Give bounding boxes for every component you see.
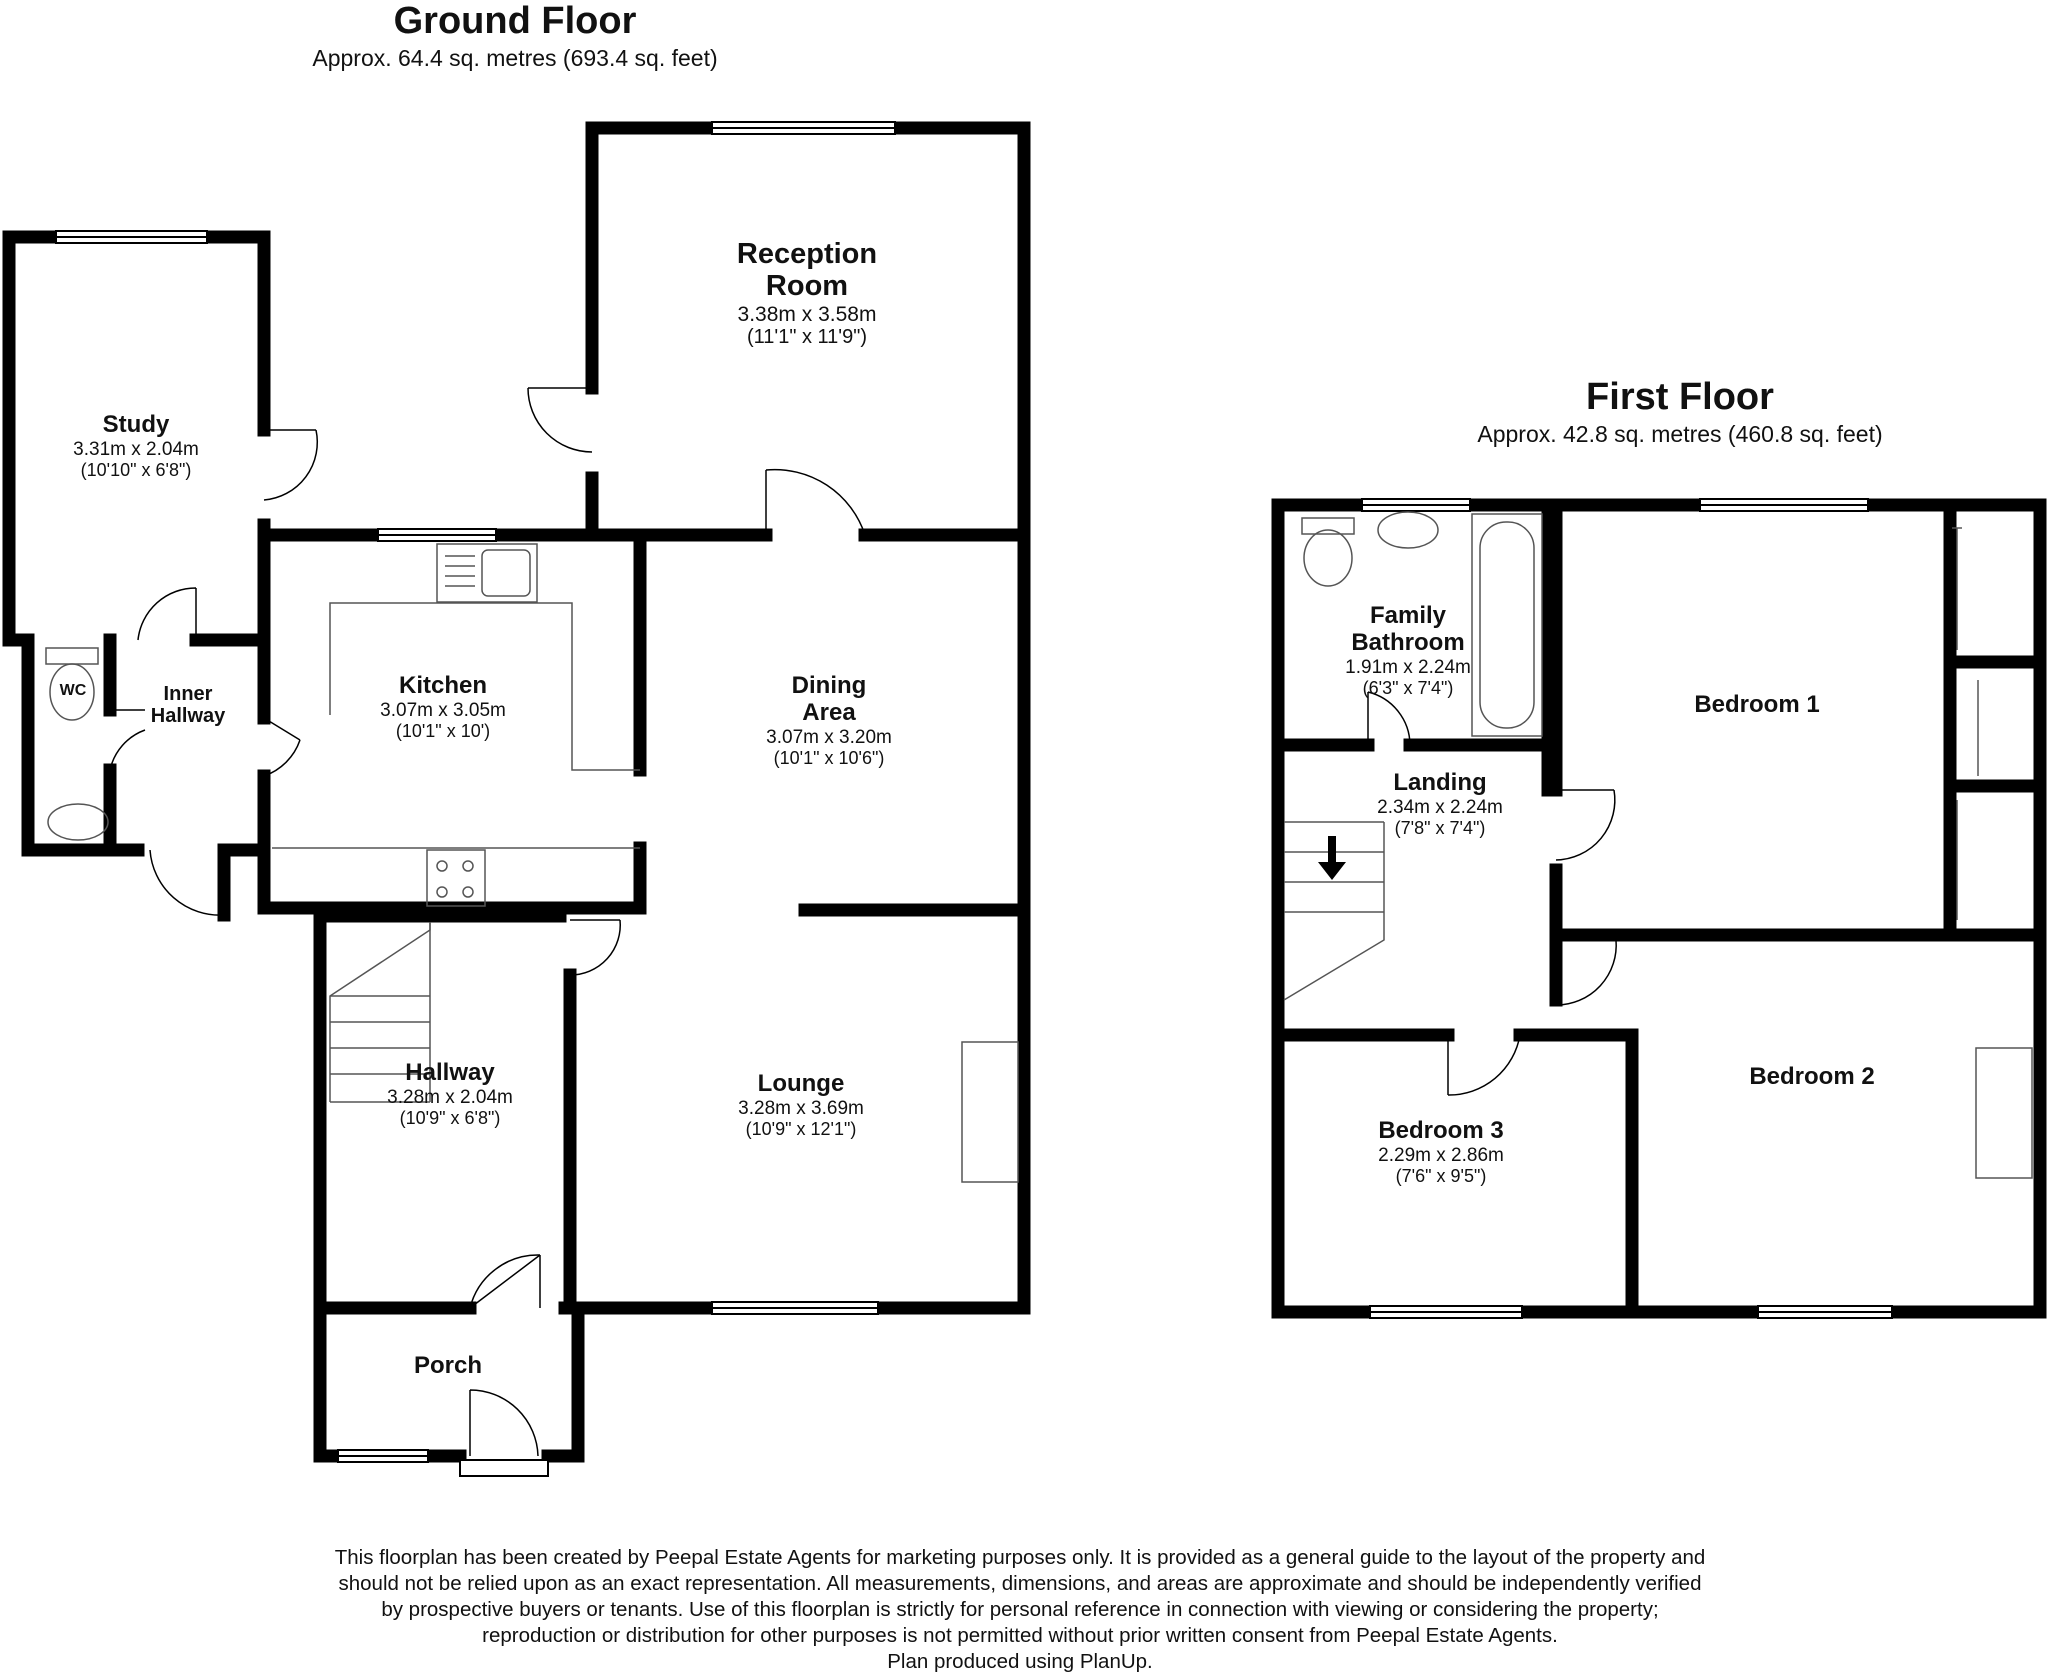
room-dimensions-imperial: (7'6" x 9'5") [1395,1166,1487,1187]
ground-floor-doors [109,387,866,1457]
room-dimensions-imperial: (10'9" x 6'8") [399,1108,501,1129]
room-dimensions-metric: 1.91m x 2.24m [1345,656,1471,678]
first-floor-windows [1361,498,1893,1319]
ground-floor-fixtures [45,543,1019,1183]
room-label-landing: Landing 2.34m x 2.24m (7'8" x 7'4") [1377,769,1503,839]
room-dimensions-imperial: (10'9" x 12'1") [745,1119,857,1140]
room-dimensions-metric: 2.34m x 2.24m [1377,796,1503,818]
room-dimensions-metric: 3.07m x 3.05m [380,699,506,721]
room-dimensions-imperial: (10'10" x 6'8") [80,460,192,481]
first-floor-doors [1367,691,1617,1096]
disclaimer: This floorplan has been created by Peepa… [210,1545,1830,1675]
disclaimer-line: Plan produced using PlanUp. [887,1650,1153,1674]
disclaimer-line: should not be relied upon as an exact re… [338,1572,1702,1596]
room-name: Porch [413,1352,483,1379]
room-name-line: Dining [791,672,867,699]
room-label-kitchen: Kitchen 3.07m x 3.05m (10'1" x 10') [380,672,506,742]
room-dimensions-imperial: (10'1" x 10') [395,721,491,742]
room-label-lounge: Lounge 3.28m x 3.69m (10'9" x 12'1") [738,1070,864,1140]
room-dimensions-metric: 3.07m x 3.20m [766,726,892,748]
ground-floor-header: Ground Floor Approx. 64.4 sq. metres (69… [250,0,780,72]
room-dimensions-imperial: (11'1" x 11'9") [746,326,868,349]
room-dimensions-metric: 3.28m x 3.69m [738,1097,864,1119]
room-dimensions-metric: 3.28m x 2.04m [387,1086,513,1108]
room-name-line: Area [802,698,856,726]
room-label-bedroom-1: Bedroom 1 [1694,691,1820,719]
room-name: Bedroom 2 [1749,1063,1875,1090]
room-dimensions-imperial: (10'1" x 10'6") [773,748,885,769]
room-name: Kitchen [398,672,488,699]
room-dimensions-imperial: (7'8" x 7'4") [1394,818,1486,839]
room-name-line: Reception [736,238,878,270]
ground-floor-windows [55,121,896,1477]
room-label-study: Study 3.31m x 2.04m (10'10" x 6'8") [73,411,199,481]
room-name: Bedroom 1 [1694,691,1820,718]
room-label-bedroom-2: Bedroom 2 [1749,1063,1875,1091]
room-dimensions-metric: 3.38m x 3.58m [737,302,877,326]
room-label-hallway: Hallway 3.28m x 2.04m (10'9" x 6'8") [387,1059,513,1129]
disclaimer-line: by prospective buyers or tenants. Use of… [381,1598,1659,1622]
room-name-line: Hallway [150,705,226,728]
first-floor-walls [1271,498,2047,1319]
room-dimensions-metric: 3.31m x 2.04m [73,438,199,460]
room-name: Lounge [757,1070,845,1097]
room-dimensions-metric: 2.29m x 2.86m [1378,1144,1504,1166]
room-name-line: Bathroom [1351,628,1465,656]
room-label-inner-hallway: Inner Hallway [151,683,225,728]
first-floor-area: Approx. 42.8 sq. metres (460.8 sq. feet) [1477,421,1883,447]
disclaimer-line: reproduction or distribution for other p… [482,1624,1558,1648]
ground-floor-walls [2,121,1031,1463]
room-name: Study [102,411,170,438]
room-name: Bedroom 3 [1378,1117,1504,1144]
ground-floor-area: Approx. 64.4 sq. metres (693.4 sq. feet) [312,45,718,71]
room-label-bedroom-3: Bedroom 3 2.29m x 2.86m (7'6" x 9'5") [1378,1117,1504,1187]
ground-floor-title: Ground Floor [393,0,637,42]
first-floor-header: First Floor Approx. 42.8 sq. metres (460… [1400,376,1960,448]
room-name-line: Room [765,270,849,303]
room-label-reception-room: Reception Room 3.38m x 3.58m (11'1" x 11… [737,238,877,349]
disclaimer-line: This floorplan has been created by Peepa… [334,1546,1706,1569]
room-name: Hallway [405,1059,495,1086]
room-name: Landing [1393,769,1487,796]
room-dimensions-imperial: (6'3" x 7'4") [1362,678,1454,699]
room-label-porch: Porch [413,1352,483,1380]
room-name-line: Inner [163,683,213,705]
first-floor-fixtures [1283,511,2033,1179]
room-label-wc: WC [60,682,87,700]
room-label-family-bathroom: Family Bathroom 1.91m x 2.24m (6'3" x 7'… [1345,602,1471,699]
room-label-dining-area: Dining Area 3.07m x 3.20m (10'1" x 10'6"… [766,672,892,769]
room-name: WC [59,682,87,699]
room-name-line: Family [1369,602,1447,629]
first-floor-title: First Floor [1586,376,1774,418]
stair-direction-arrow-icon [1318,836,1346,880]
